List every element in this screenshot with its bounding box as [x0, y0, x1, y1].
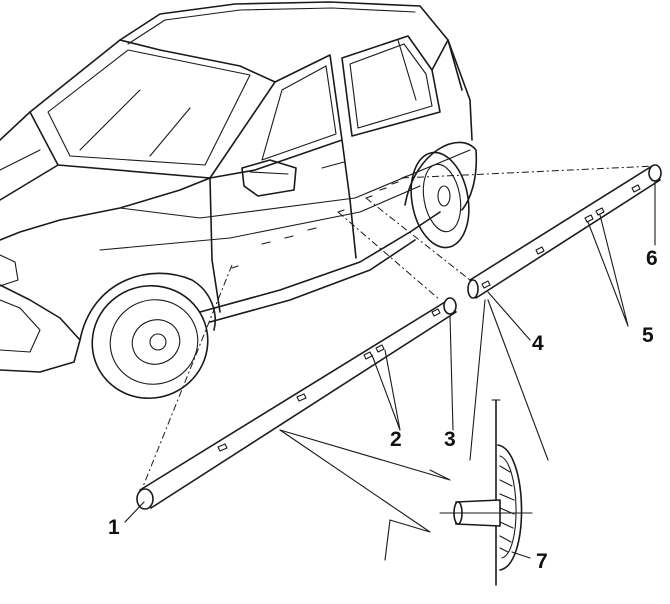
callout-6: 6	[646, 247, 658, 270]
car-illustration	[0, 1, 478, 400]
callout-1: 1	[108, 516, 120, 539]
callout-4: 4	[532, 332, 544, 355]
leader-lines	[124, 181, 656, 561]
projection-lines	[139, 165, 656, 495]
callout-2: 2	[390, 428, 402, 451]
clip-detail	[439, 299, 549, 586]
callout-7: 7	[536, 550, 548, 573]
callouts: 1 2 3 4 5 6 7	[108, 247, 658, 573]
callout-5: 5	[642, 324, 654, 347]
callout-3: 3	[444, 428, 456, 451]
rear-door-trim-strip	[467, 164, 662, 299]
front-door-trim-strip	[136, 297, 457, 510]
